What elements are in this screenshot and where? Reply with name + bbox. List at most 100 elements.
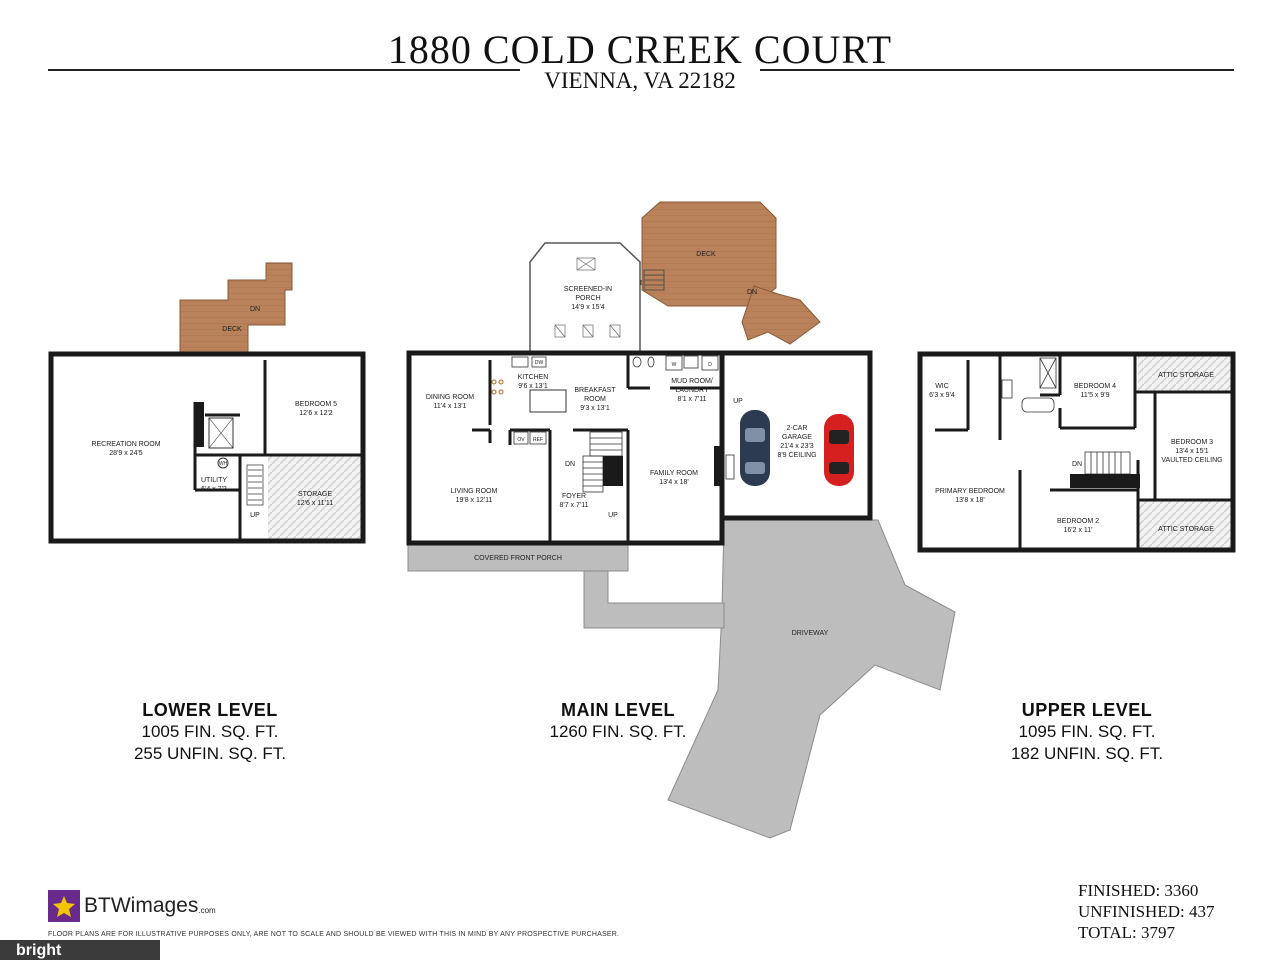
garage-label2: GARAGE bbox=[782, 434, 812, 441]
utility-dim: 6'4 x 7'2 bbox=[201, 486, 227, 493]
main-level-finished: 1260 FIN. SQ. FT. bbox=[549, 722, 687, 741]
main-level-plan: DRIVEWAY COVERED FRONT PORCH SCREENED-IN… bbox=[406, 201, 956, 839]
unfinished-total: UNFINISHED: 437 bbox=[1078, 902, 1215, 921]
attic-storage-2 bbox=[1138, 500, 1232, 550]
upper-level-heading: UPPER LEVEL bbox=[1021, 700, 1153, 720]
rear-deck-label: DECK bbox=[696, 251, 716, 258]
driveway bbox=[667, 519, 956, 839]
dining-room-dim: 11'4 x 13'1 bbox=[434, 403, 467, 410]
garage-stair-up: UP bbox=[733, 398, 743, 405]
mud-room-label: MUD ROOM/ bbox=[671, 378, 713, 385]
lower-stair-up: UP bbox=[250, 512, 260, 519]
upper-outer-walls bbox=[917, 351, 1236, 553]
screened-porch-label2: PORCH bbox=[575, 295, 600, 302]
upper-level-summary: UPPER LEVEL 1095 FIN. SQ. FT. 182 UNFIN.… bbox=[957, 700, 1217, 765]
screened-porch-label: SCREENED-IN bbox=[564, 286, 612, 293]
bedroom5-label: BEDROOM 5 bbox=[295, 401, 337, 408]
garage-label: 2-CAR bbox=[786, 425, 807, 432]
lower-storage-area bbox=[268, 455, 363, 540]
deck-stair-dn: DN bbox=[747, 289, 757, 296]
title-rule-right bbox=[760, 69, 1234, 71]
screened-porch-dim: 14'9 x 15'4 bbox=[571, 304, 605, 311]
mud-room-dim: 8'1 x 7'11 bbox=[677, 396, 706, 403]
covered-porch-label: COVERED FRONT PORCH bbox=[474, 555, 562, 562]
lower-storage-dim: 12'6 x 11'11 bbox=[297, 500, 333, 507]
living-room-dim: 19'8 x 12'11 bbox=[456, 497, 493, 504]
title-rule-left bbox=[48, 69, 520, 71]
dishwasher-label: DW bbox=[535, 360, 544, 366]
foyer-dim: 8'7 x 7'11 bbox=[559, 502, 588, 509]
utility-label: UTILITY bbox=[201, 477, 227, 484]
upper-level-plan: WIC 6'3 x 9'4 BEDROOM 4 11'5 x 9'9 ATTIC… bbox=[917, 351, 1236, 553]
foyer-label: FOYER bbox=[562, 493, 586, 500]
dining-room-label: DINING ROOM bbox=[426, 394, 474, 401]
lower-level-heading: LOWER LEVEL bbox=[142, 700, 278, 720]
washer-label: W bbox=[672, 362, 677, 368]
garage-dim: 21'4 x 23'3 bbox=[780, 443, 814, 450]
bedroom3-dim: 13'4 x 15'1 bbox=[1175, 448, 1209, 455]
upper-level-finished: 1095 FIN. SQ. FT. bbox=[1018, 722, 1156, 741]
recreation-room-label: RECREATION ROOM bbox=[91, 441, 160, 448]
primary-bedroom-label: PRIMARY BEDROOM bbox=[935, 488, 1005, 495]
oven-label: OV bbox=[517, 437, 525, 443]
dryer-label: D bbox=[708, 362, 712, 368]
grand-total: TOTAL: 3797 bbox=[1078, 923, 1176, 942]
water-heater-label: WH bbox=[219, 461, 228, 467]
mud-room-label2: LAUNDRY bbox=[675, 387, 709, 394]
main-level-summary: MAIN LEVEL 1260 FIN. SQ. FT. bbox=[488, 700, 748, 743]
main-stair-up: UP bbox=[608, 512, 618, 519]
garage-ceiling: 8'9 CEILING bbox=[777, 452, 816, 459]
kitchen-dim: 9'6 x 13'1 bbox=[518, 383, 548, 390]
living-room-label: LIVING ROOM bbox=[451, 488, 498, 495]
attic-storage-1 bbox=[1138, 356, 1232, 392]
main-level-heading: MAIN LEVEL bbox=[560, 700, 675, 720]
bedroom3-ceiling: VAULTED CEILING bbox=[1161, 457, 1222, 464]
lower-level-finished: 1005 FIN. SQ. FT. bbox=[141, 722, 279, 741]
bright-mls-badge: bright bbox=[0, 940, 160, 960]
property-address-title: 1880 COLD CREEK COURT bbox=[387, 27, 893, 72]
breakfast-room-label2: ROOM bbox=[584, 396, 606, 403]
wic-dim: 6'3 x 9'4 bbox=[929, 392, 955, 399]
breakfast-room-label: BREAKFAST bbox=[574, 387, 616, 394]
lower-deck-label: DECK bbox=[222, 326, 242, 333]
driveway-label: DRIVEWAY bbox=[792, 630, 829, 637]
primary-bedroom-dim: 13'8 x 18' bbox=[955, 497, 985, 504]
square-footage-totals: FINISHED: 3360 UNFINISHED: 437 TOTAL: 37… bbox=[1078, 880, 1214, 943]
kitchen-label: KITCHEN bbox=[518, 374, 549, 381]
refrigerator-label: REF bbox=[533, 437, 543, 443]
main-stair-dn: DN bbox=[565, 461, 575, 468]
finished-total: FINISHED: 3360 bbox=[1078, 881, 1199, 900]
garage-cars bbox=[740, 410, 854, 486]
lower-deck bbox=[179, 262, 293, 353]
bedroom4-dim: 11'5 x 9'9 bbox=[1080, 392, 1109, 399]
bedroom3-label: BEDROOM 3 bbox=[1171, 439, 1213, 446]
breakfast-room-dim: 9'3 x 13'1 bbox=[580, 405, 610, 412]
attic-storage-1-label: ATTIC STORAGE bbox=[1158, 372, 1214, 379]
wic-label: WIC bbox=[935, 383, 949, 390]
lower-deck-dn: DN bbox=[250, 306, 260, 313]
family-room-dim: 13'4 x 18' bbox=[659, 479, 689, 486]
lower-level-summary: LOWER LEVEL 1005 FIN. SQ. FT. 255 UNFIN.… bbox=[80, 700, 340, 765]
btwimages-logo: BTWimages .com bbox=[48, 890, 216, 922]
recreation-room-dim: 28'9 x 24'5 bbox=[109, 450, 143, 457]
lower-level-plan: DECK DN RECREATION ROOM 28'9 x 24'5 BEDR… bbox=[48, 262, 366, 544]
logo-domain: .com bbox=[198, 905, 216, 915]
lower-storage-label: STORAGE bbox=[298, 491, 332, 498]
lower-level-unfinished: 255 UNFIN. SQ. FT. bbox=[133, 744, 287, 763]
attic-storage-2-label: ATTIC STORAGE bbox=[1158, 526, 1214, 533]
upper-level-unfinished: 182 UNFIN. SQ. FT. bbox=[1010, 744, 1164, 763]
bedroom4-label: BEDROOM 4 bbox=[1074, 383, 1116, 390]
family-room-label: FAMILY ROOM bbox=[650, 470, 698, 477]
btw-logo-icon bbox=[48, 890, 80, 922]
upper-stair-dn: DN bbox=[1072, 461, 1082, 468]
property-city-subtitle: VIENNA, VA 22182 bbox=[544, 68, 736, 93]
bedroom5-dim: 12'6 x 12'2 bbox=[299, 410, 333, 417]
logo-text: BTWimages bbox=[84, 894, 199, 917]
lower-outer-walls bbox=[48, 351, 366, 544]
bedroom2-dim: 16'2 x 11' bbox=[1063, 527, 1092, 534]
deck-stairs bbox=[741, 285, 821, 345]
bedroom2-label: BEDROOM 2 bbox=[1057, 518, 1099, 525]
floorplan-disclaimer: FLOOR PLANS ARE FOR ILLUSTRATIVE PURPOSE… bbox=[48, 931, 620, 938]
covered-front-porch bbox=[407, 543, 629, 572]
